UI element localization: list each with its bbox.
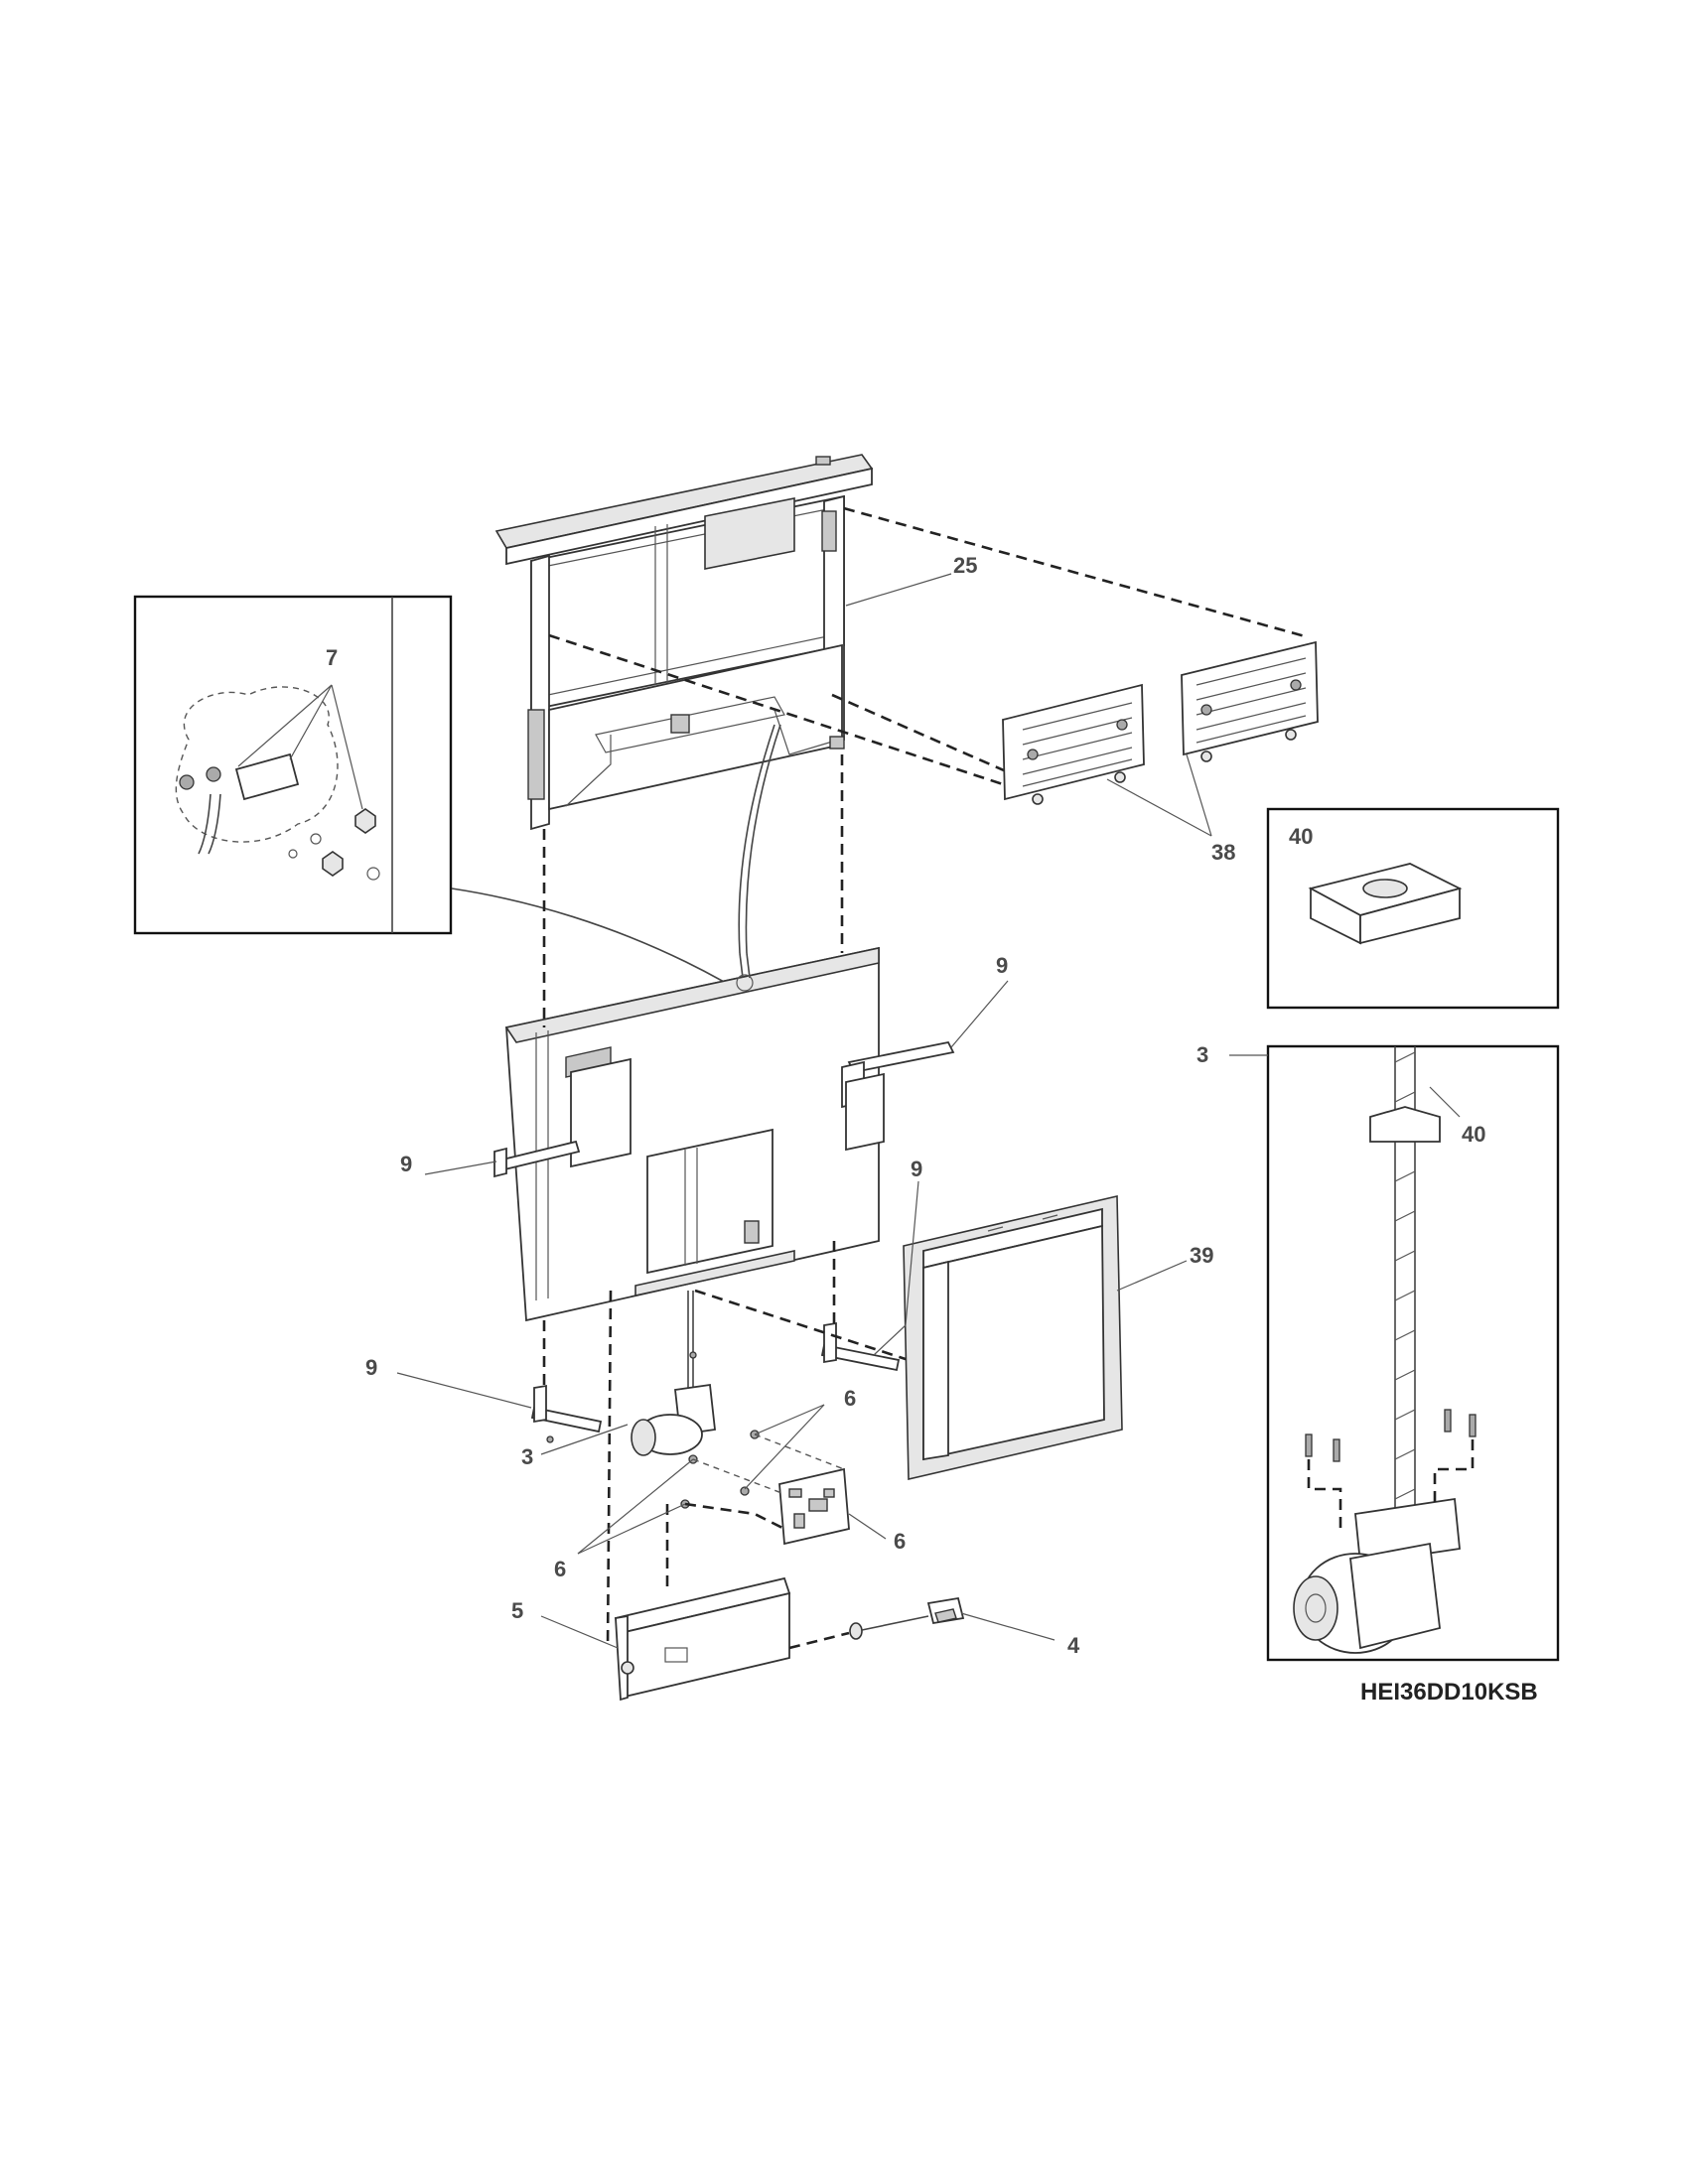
model-number: HEI36DD10KSB xyxy=(1360,1679,1538,1706)
callout-6-left: 6 xyxy=(554,1557,566,1581)
junction-box xyxy=(614,1576,791,1702)
callout-7: 7 xyxy=(326,645,338,670)
grease-filter-right xyxy=(1181,640,1319,762)
mounting-bracket-lower-right xyxy=(820,1321,901,1372)
main-chassis-panel xyxy=(504,946,880,1322)
assembly-guide-line xyxy=(694,1289,910,1362)
assembly-guide-line xyxy=(788,1631,850,1650)
leader-lines xyxy=(396,573,1461,1649)
callout-5: 5 xyxy=(511,1598,523,1623)
grease-filter-left xyxy=(1002,683,1145,805)
assembly-guide-line xyxy=(831,693,1014,776)
callout-9-upper-right: 9 xyxy=(996,953,1008,978)
callout-40-inset: 40 xyxy=(1462,1122,1485,1147)
callout-39: 39 xyxy=(1190,1243,1213,1268)
lift-motor-detail-inset xyxy=(1266,1044,1560,1662)
callout-38: 38 xyxy=(1211,840,1235,865)
mounting-bracket-bottom-left xyxy=(530,1384,603,1443)
callout-9-lower-right: 9 xyxy=(911,1157,922,1181)
callout-6-right: 6 xyxy=(894,1529,906,1554)
callout-9-bottom-left: 9 xyxy=(365,1355,377,1380)
assembly-guide-line xyxy=(843,506,1310,639)
callout-3-inset: 3 xyxy=(1196,1042,1208,1067)
mounting-bracket-upper-right xyxy=(841,1040,955,1152)
power-cord xyxy=(849,1596,965,1640)
callout-25: 25 xyxy=(953,553,977,578)
assembly-guide-line xyxy=(606,1290,613,1649)
callout-40-box: 40 xyxy=(1289,824,1313,849)
assembly-guide-line xyxy=(548,633,1004,786)
callout-4: 4 xyxy=(1067,1633,1080,1658)
callout-3-motor: 3 xyxy=(521,1444,533,1469)
switch-detail-inset xyxy=(133,595,453,935)
mounting-bracket-left xyxy=(492,1140,581,1178)
top-trim-assembly xyxy=(494,454,874,954)
callout-6-top: 6 xyxy=(844,1386,856,1411)
glide-detail-inset xyxy=(1266,807,1560,1010)
callout-9-left: 9 xyxy=(400,1152,412,1176)
assembly-guide-line xyxy=(684,1502,785,1531)
blower-housing-box xyxy=(903,1194,1123,1481)
lift-motor xyxy=(631,1291,716,1456)
control-board xyxy=(680,1430,850,1546)
